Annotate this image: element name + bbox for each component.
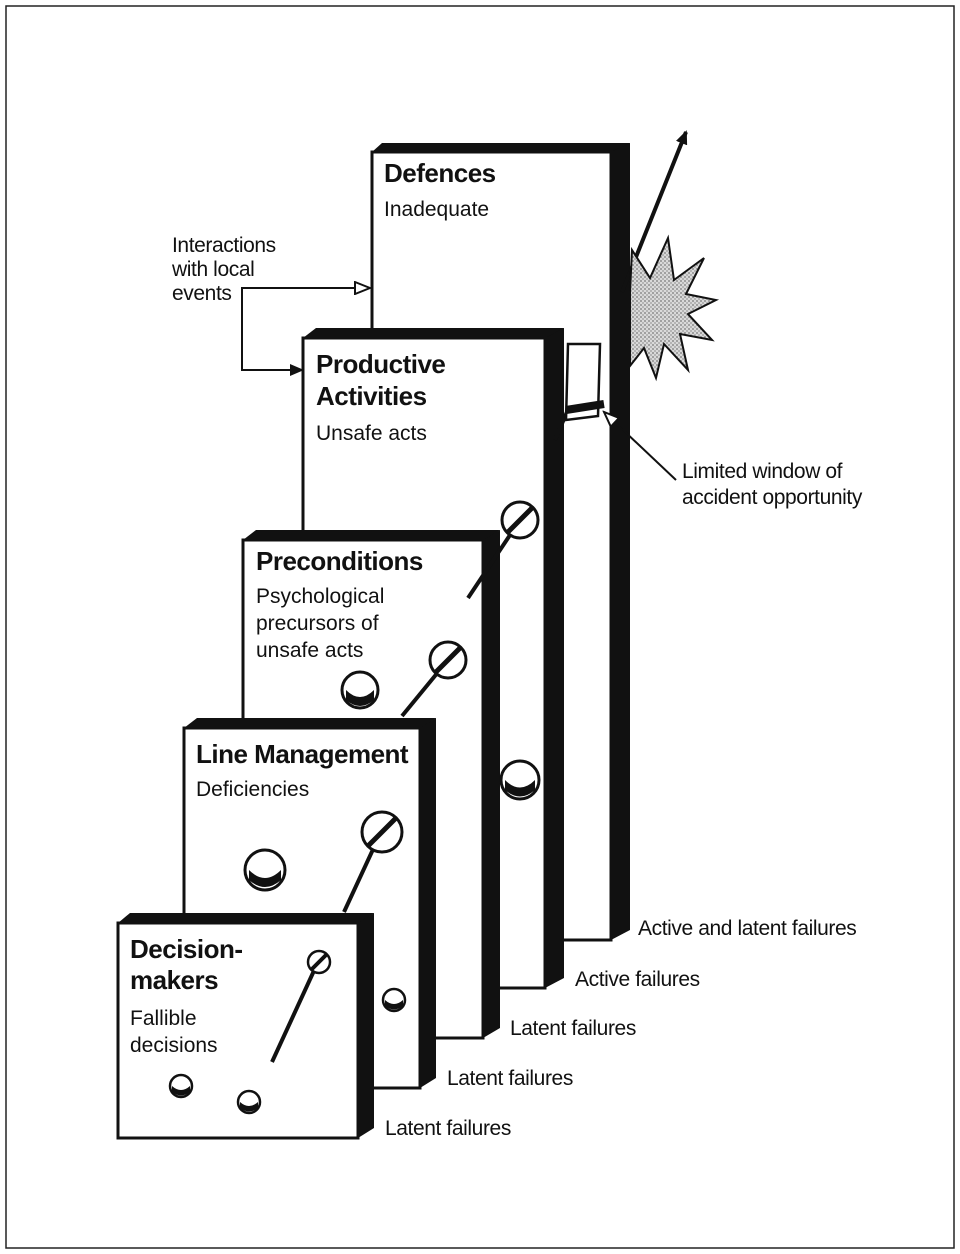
hole-ball [381, 987, 407, 1013]
layer-productive-title: Productive Activities [316, 349, 452, 411]
layer-decision-makers-title: Decision- makers [130, 934, 249, 995]
page-frame [5, 5, 955, 1249]
hole-ball [243, 848, 287, 892]
accident-burst [629, 234, 720, 382]
failure-label-productive: Active failures [575, 968, 700, 991]
layer-preconditions-top [243, 530, 500, 540]
window-annotation: Limited window of accident opportunity [604, 412, 863, 509]
layer-line-management-side [420, 718, 436, 1088]
hole-ball [168, 1073, 194, 1099]
accident-burst-icon [629, 234, 720, 382]
layer-line-management: Line Management Deficiencies [182, 718, 436, 1090]
hole-ball-pierced [500, 500, 540, 540]
defences-hole-opening [564, 342, 602, 422]
window-pointer-arrow [604, 412, 677, 481]
layer-defences-title: Defences [384, 158, 496, 188]
hole-ball [499, 759, 541, 801]
failure-label-line-management: Latent failures [447, 1067, 573, 1090]
layer-preconditions-title: Preconditions [256, 546, 423, 576]
layer-decision-makers-side [358, 913, 374, 1138]
hole-ball-pierced [360, 810, 404, 854]
layer-line-management-top [184, 718, 436, 728]
layer-defences-top [372, 143, 630, 152]
interactions-arrow-to-defences [241, 288, 370, 302]
layer-decision-makers-desc: Fallible decisions [130, 1007, 218, 1057]
failure-label-defences: Active and latent failures [638, 917, 856, 940]
layer-preconditions-desc: Psychological precursors of unsafe acts [256, 585, 390, 662]
failure-holes [168, 500, 541, 1115]
hole-ball [340, 670, 380, 710]
failure-label-preconditions: Latent failures [510, 1017, 636, 1040]
layer-productive-desc: Unsafe acts [316, 422, 427, 445]
layer-decision-makers: Decision- makers Fallible decisions [116, 913, 374, 1140]
hole-ball-pierced [428, 640, 468, 680]
defences-hole-shade [565, 400, 605, 414]
trajectory-segment-1 [270, 961, 320, 1063]
hole-ball [236, 1089, 262, 1115]
window-label: Limited window of accident opportunity [682, 460, 863, 509]
layer-productive-top [303, 328, 564, 338]
layer-line-management-desc: Deficiencies [196, 778, 309, 801]
defences-hole [564, 342, 605, 422]
layer-decision-makers-top [118, 913, 374, 923]
failure-labels: Active and latent failures Active failur… [385, 917, 857, 1140]
layer-preconditions-side [483, 530, 500, 1038]
interactions-arrow-to-productive [241, 302, 304, 376]
hole-ball-pierced [306, 949, 332, 975]
layer-defences-side [611, 143, 630, 940]
layer-productive-side [545, 328, 564, 988]
interactions-annotation: Interactions with local events [171, 234, 370, 376]
interactions-label: Interactions with local events [171, 234, 281, 305]
layer-defences-desc: Inadequate [384, 198, 489, 221]
layer-line-management-title: Line Management [196, 739, 409, 769]
failure-label-decision-makers: Latent failures [385, 1117, 511, 1140]
